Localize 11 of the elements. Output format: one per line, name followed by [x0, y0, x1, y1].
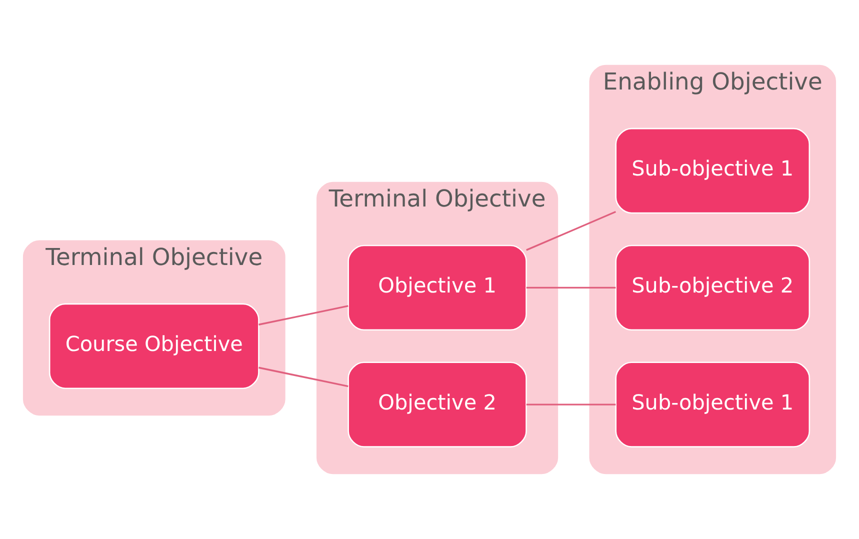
connector	[526, 404, 616, 406]
node-box: Course Objective	[48, 303, 260, 389]
node-box: Sub-objective 2	[615, 244, 810, 331]
connector	[526, 286, 616, 289]
connector	[526, 211, 616, 251]
node-box: Sub-objective 1	[615, 362, 810, 448]
connector	[258, 366, 348, 388]
node-box: Objective 2	[348, 362, 527, 448]
node-box: Objective 1	[348, 244, 527, 331]
connector	[258, 305, 348, 326]
node-box: Sub-objective 1	[615, 128, 810, 214]
